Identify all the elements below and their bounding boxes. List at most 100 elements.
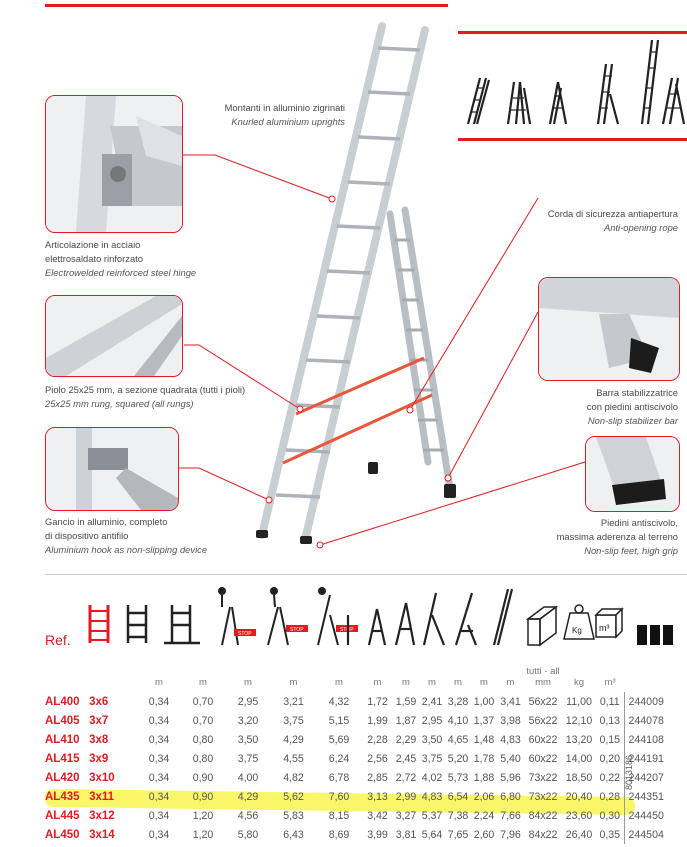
value-cell: 1,37 [473,714,495,727]
value-cell: 5,83 [283,809,304,822]
value-cell: 5,62 [283,790,304,803]
value-cell: 3,98 [500,714,521,727]
units-code-spacer [624,660,677,692]
ladder-configurations-icon [466,39,686,125]
hinge-caption: Articolazione in acciaio elettrosaldato … [45,238,196,280]
front-section [258,22,429,544]
value-cell: 3,50 [237,733,259,746]
volume-icon-label: m³ [599,623,610,633]
feet-caption-en: Non-slip feet, high grip [584,545,678,556]
value-cell: 5,40 [500,752,521,765]
hook-caption: Gancio in alluminio, completo di disposi… [45,515,207,557]
section-divider [45,574,687,575]
value-cell: 0,34 [148,828,170,841]
unit-cell: m [428,677,436,688]
value-cell: 6,78 [328,771,350,784]
model-size: 3x6 [89,695,109,708]
value-cell: 0,70 [192,714,214,727]
value-cell: 11,00 [566,695,592,708]
value-cell: 0,28 [599,790,621,803]
model-name: AL435 [45,790,80,803]
hinge-caption-en: Electrowelded reinforced steel hinge [45,267,197,278]
value-cell: 3,20 [237,714,259,727]
value-cell: 4,65 [447,733,469,746]
value-cell: 1,20 [192,828,214,841]
model-name: AL445 [45,809,80,822]
unit-cell: m [373,677,382,688]
value-cell: 2,24 [473,809,495,822]
uprights-caption: Montanti in alluminio zigrinati Knurled … [200,101,345,129]
uprights-caption-en: Knurled aluminium uprights [231,116,345,127]
rope-caption-en: Anti-opening rope [603,222,678,233]
stop-label-1: STOP [238,631,252,637]
value-cell: 6,54 [447,790,469,803]
value-cell: 2,29 [395,733,417,746]
value-cell: 6,43 [283,828,304,841]
value-cell: 2,72 [395,771,417,784]
model-size: 3x12 [89,809,115,822]
value-cell: 60x22 [528,752,558,765]
value-cell: 4,29 [283,733,304,746]
model-cell: AL405 3x7 [45,711,137,730]
model-name: AL410 [45,733,80,746]
model-name: AL415 [45,752,80,765]
model-cell: AL450 3x14 [45,825,137,844]
value-cell: 3,27 [395,809,417,822]
value-cell: 0,80 [192,733,214,746]
value-cell: 4,10 [447,714,469,727]
value-cell: 14,00 [565,752,593,765]
stabilizer-detail-photo [538,277,680,381]
model-cell: AL435 3x11 [45,787,137,806]
feet-caption: Piedini antiscivolo, massima aderenza al… [500,516,678,558]
thumbnail-top-bar [458,31,687,34]
value-cell: 0,22 [599,771,621,784]
barcode-icon [637,625,673,645]
top-red-bar [45,4,448,7]
value-cell: 60x22 [528,733,558,746]
value-cell: 1,59 [395,695,417,708]
stabilizer-caption-en: Non-slip stabilizer bar [587,415,678,426]
hook-caption-it-2: di dispositivo antifilo [45,530,129,541]
value-cell: 84x22 [528,809,558,822]
value-cell: 20,40 [565,790,593,803]
value-cell: 1,78 [473,752,495,765]
model-size: 3x8 [89,733,109,746]
value-cell: 2,06 [473,790,495,803]
article-code: 244108 [623,730,677,749]
value-cell: 73x22 [528,790,558,803]
value-cell: 2,41 [421,695,443,708]
value-cell: 7,60 [328,790,350,803]
model-cell: AL400 3x6 [45,692,137,711]
value-cell: 2,60 [473,828,495,841]
value-cell: 2,95 [237,695,259,708]
uprights-caption-it: Montanti in alluminio zigrinati [224,102,345,113]
stop-badge-1 [234,629,256,636]
stop-label-2: STOP [290,627,304,633]
model-name: AL450 [45,828,80,841]
stabilizer-caption-it-2: con piedini antiscivolo [586,401,678,412]
value-cell: 3,75 [421,752,443,765]
value-cell: 4,32 [328,695,350,708]
value-cell: 2,56 [367,752,388,765]
value-cell: 5,20 [447,752,469,765]
value-cell: 3,42 [367,809,388,822]
value-cell: 3,75 [283,714,304,727]
value-cell: 2,95 [421,714,443,727]
hinge-detail-photo [45,95,183,233]
feet-caption-it-2: massima aderenza al terreno [556,531,678,542]
hook-caption-it-1: Gancio in alluminio, completo [45,516,168,527]
model-cell: AL415 3x9 [45,749,137,768]
main-ladder-illustration [178,22,586,549]
value-cell: 0,20 [599,752,621,765]
model-cell: AL410 3x8 [45,730,137,749]
configuration-thumbnails [458,38,687,141]
unit-cell: m [335,677,343,688]
value-cell: 8,15 [328,809,350,822]
value-cell: 7,65 [447,828,469,841]
weight-icon-label: Kg [572,626,582,635]
value-cell: 3,13 [367,790,388,803]
value-cell: 4,83 [500,733,521,746]
